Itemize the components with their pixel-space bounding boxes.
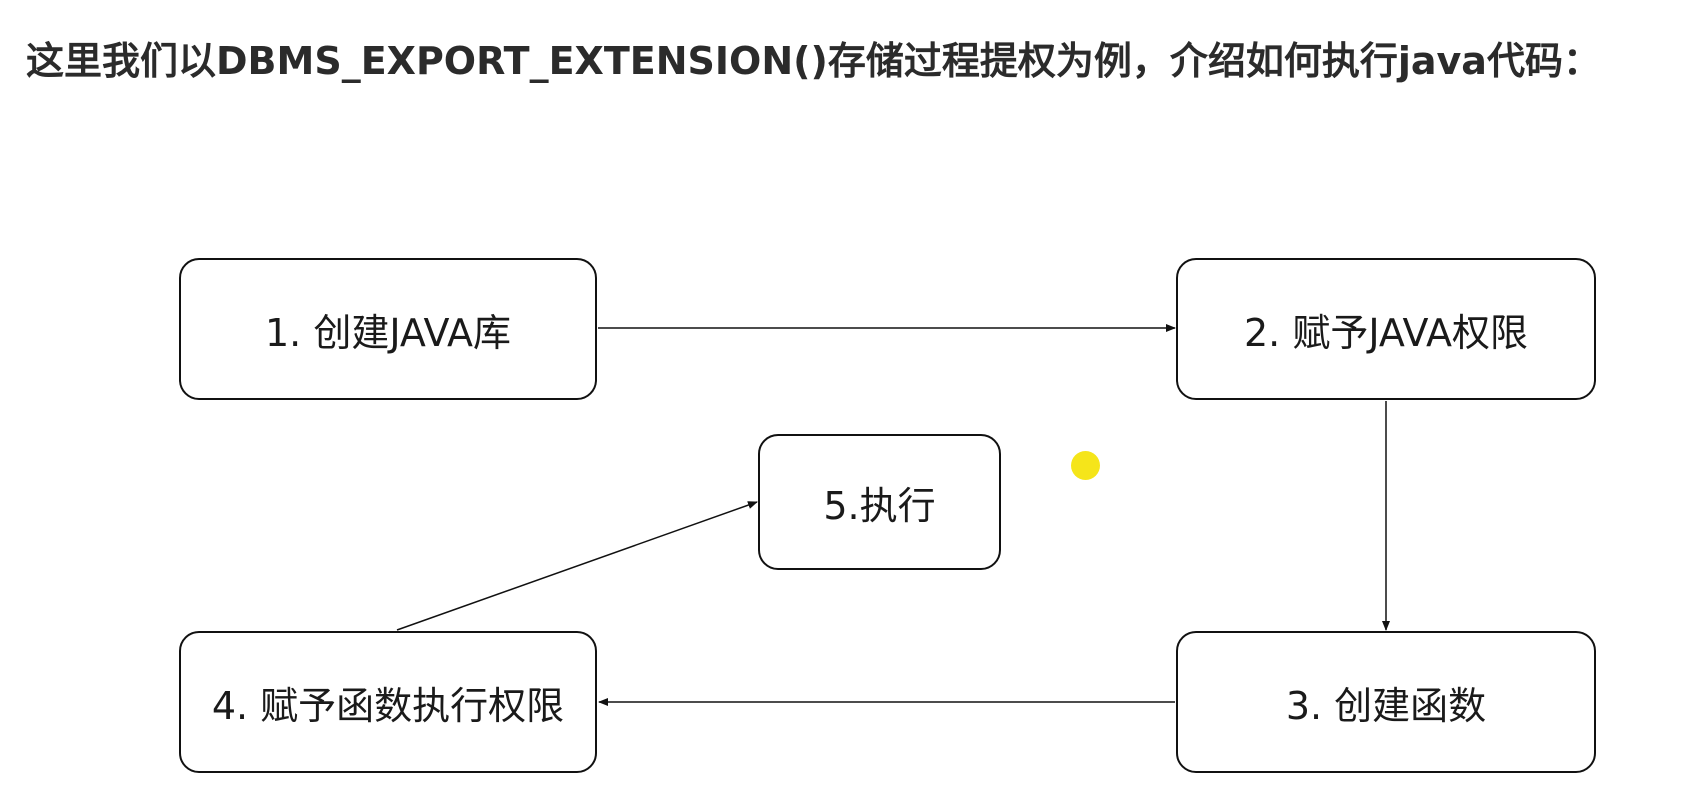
cursor-highlight: [1071, 451, 1100, 480]
step-1-label: 1. 创建JAVA库: [265, 310, 511, 355]
step-3-node: 3. 创建函数: [1176, 631, 1596, 773]
step-3-label: 3. 创建函数: [1285, 683, 1487, 728]
step-5-label: 5.执行: [823, 483, 936, 528]
step-2-label: 2. 赋予JAVA权限: [1244, 310, 1528, 355]
step-4-node: 4. 赋予函数执行权限: [179, 631, 597, 773]
step-2-node: 2. 赋予JAVA权限: [1176, 258, 1596, 400]
step-5-node: 5.执行: [758, 434, 1001, 570]
page-title: 这里我们以DBMS_EXPORT_EXTENSION()存储过程提权为例，介绍如…: [26, 39, 1601, 83]
step-4-label: 4. 赋予函数执行权限: [211, 683, 565, 728]
step-1-node: 1. 创建JAVA库: [179, 258, 597, 400]
arrow-4-to-5: [396, 501, 758, 631]
